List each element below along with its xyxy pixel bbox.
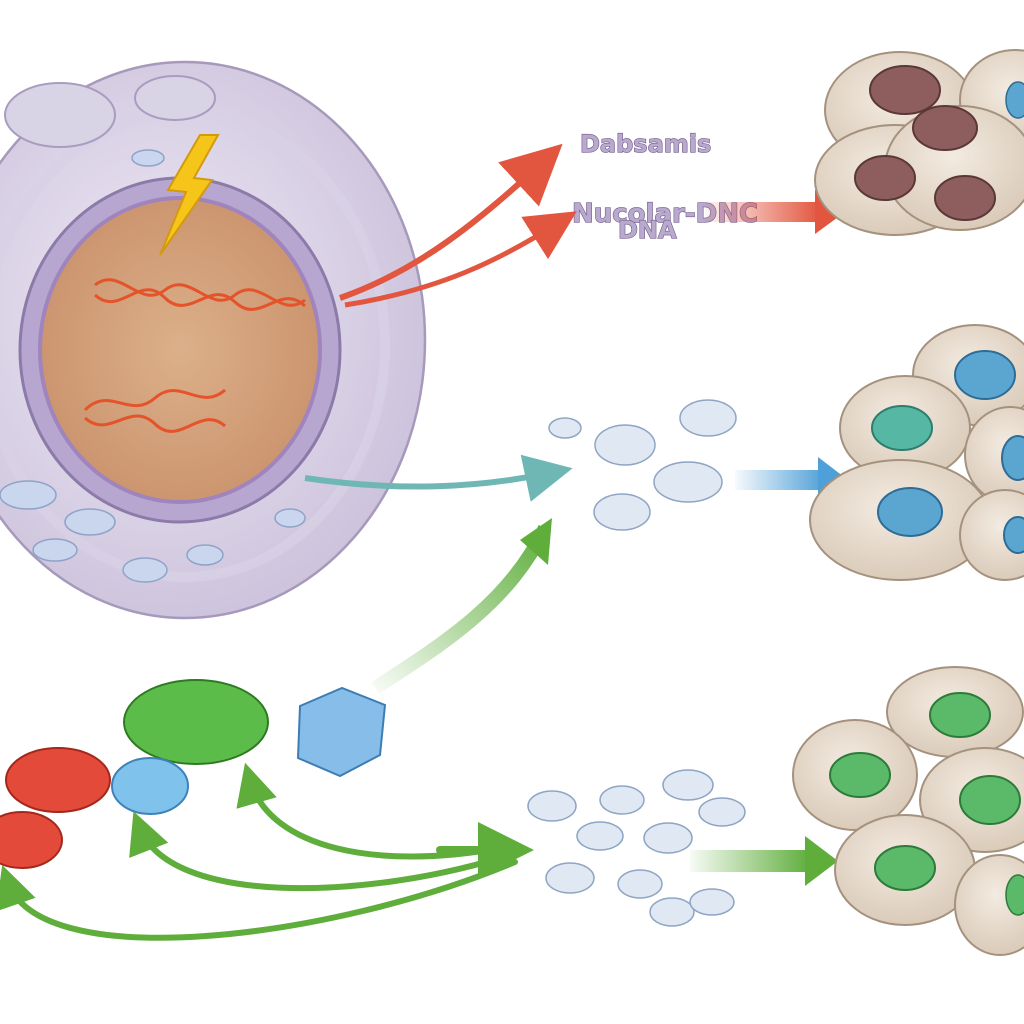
green-disc bbox=[123, 679, 269, 765]
nucleus bbox=[38, 196, 322, 504]
vesicle bbox=[122, 557, 168, 583]
green-up-arrow-shaft bbox=[371, 524, 552, 694]
nucleus-red bbox=[934, 175, 996, 221]
nucleus-blue bbox=[1001, 435, 1024, 481]
vesicle bbox=[64, 508, 116, 536]
nucleus-teal bbox=[871, 405, 933, 451]
particles-middle bbox=[548, 399, 737, 531]
vesicle bbox=[274, 508, 306, 528]
nucleus-blue bbox=[877, 487, 943, 537]
nucleus-blue bbox=[1003, 516, 1024, 554]
nucleus-green bbox=[829, 752, 891, 798]
cell-cluster-middle bbox=[809, 324, 1024, 581]
damage-label: Dabsamis Nucolar-DNC DNA bbox=[571, 129, 758, 244]
vesicle bbox=[131, 149, 165, 167]
red-disc bbox=[0, 811, 63, 869]
green-return-arrows bbox=[0, 762, 534, 941]
cell-cluster-bottom bbox=[792, 666, 1024, 956]
particles-bottom bbox=[527, 769, 746, 927]
label-line-3: DNA bbox=[618, 216, 677, 244]
hexagon-shape bbox=[296, 686, 387, 778]
damage-arrow-upper bbox=[339, 143, 563, 301]
large-cell bbox=[0, 60, 427, 620]
nucleus-red bbox=[912, 105, 978, 151]
vesicle bbox=[32, 538, 78, 562]
blue-disc bbox=[111, 757, 189, 815]
nucleus-green bbox=[874, 845, 936, 891]
organelle bbox=[134, 75, 216, 121]
cell-cluster-top bbox=[814, 49, 1024, 236]
nucleus-red bbox=[854, 155, 916, 201]
nucleus-red bbox=[869, 65, 941, 115]
vesicle bbox=[186, 544, 224, 566]
damage-arrow-lower bbox=[344, 211, 577, 308]
organelle bbox=[4, 82, 116, 148]
dna-helix-icon bbox=[83, 278, 307, 433]
red-disc bbox=[5, 747, 111, 813]
label-line-1: Dabsamis bbox=[580, 130, 711, 158]
green-up-arrow-head bbox=[520, 518, 552, 565]
nucleus-green bbox=[929, 692, 991, 738]
nucleus-green bbox=[959, 775, 1021, 825]
nucleus-blue bbox=[954, 350, 1016, 400]
signal-arrow-teal bbox=[304, 454, 573, 502]
molecule-shapes bbox=[0, 679, 387, 869]
lightning-icon bbox=[159, 134, 220, 256]
vesicle bbox=[0, 480, 57, 510]
green-result-arrow bbox=[690, 836, 838, 886]
